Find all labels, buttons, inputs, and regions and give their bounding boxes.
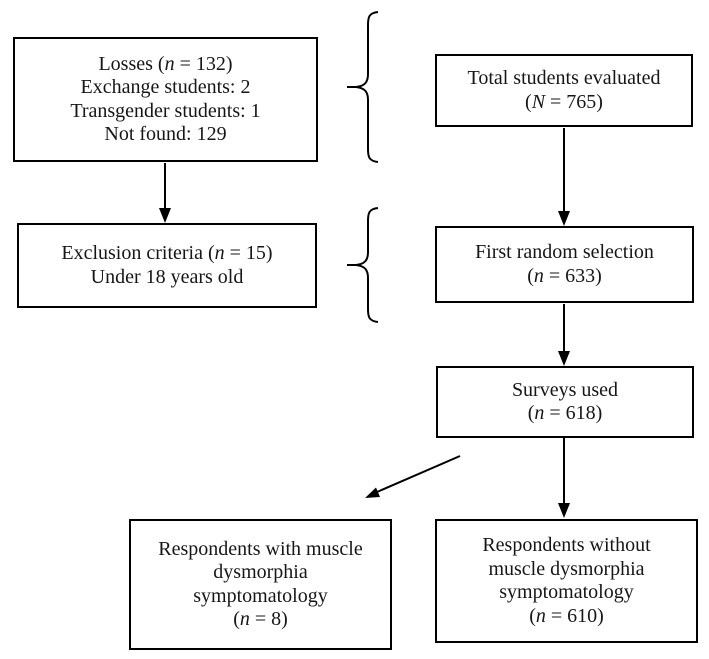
box-text-line: Losses (n = 132) xyxy=(98,52,233,75)
brace-losses-group xyxy=(347,11,379,163)
box-text-line: (N = 765) xyxy=(525,90,603,113)
box-text-line: Respondents with muscle xyxy=(158,537,363,560)
box-text-line: symptomatology xyxy=(499,581,634,603)
box-text-line: Not found: 129 xyxy=(104,123,227,145)
box-text-line: symptomatology xyxy=(193,584,328,607)
box-text-line: Under 18 years old xyxy=(90,265,244,288)
arrowhead-surveys-to-with-md xyxy=(365,487,380,498)
arrow-surveys-to-with-md xyxy=(376,455,461,493)
box-text-line: (n = 618) xyxy=(527,402,603,424)
box-text-line: dysmorphia xyxy=(213,561,308,583)
box-text-line: (n = 633) xyxy=(527,264,602,287)
box-text-line: (n = 610) xyxy=(529,604,604,627)
arrowhead-losses-to-exclusion xyxy=(159,208,171,223)
exclusion-criteria-box: Exclusion criteria (n = 15)Under 18 year… xyxy=(17,223,317,308)
box-text-line: Exchange students: 2 xyxy=(80,76,251,98)
box-text-line: First random selection xyxy=(475,241,654,263)
box-text-line: Surveys used xyxy=(511,378,619,401)
total-evaluated-box: Total students evaluated(N = 765) xyxy=(435,54,693,127)
surveys-used-box: Surveys used(n = 618) xyxy=(436,366,694,438)
arrowhead-surveys-to-without-md xyxy=(558,503,570,518)
box-text-line: Total students evaluated xyxy=(467,67,661,89)
box-text-line: (n = 8) xyxy=(233,608,288,630)
arrowhead-first-selection-to-surveys xyxy=(558,351,570,366)
brace-exclusion-group xyxy=(347,207,379,323)
box-text-line: Transgender students: 1 xyxy=(70,99,261,122)
box-text-line: Exclusion criteria (n = 15) xyxy=(61,242,273,264)
arrowhead-total-to-first-selection xyxy=(558,211,570,226)
box-text-line: muscle dysmorphia xyxy=(488,557,645,580)
box-text-line: Respondents without xyxy=(482,534,651,556)
first-random-selection-box: First random selection(n = 633) xyxy=(435,226,694,303)
